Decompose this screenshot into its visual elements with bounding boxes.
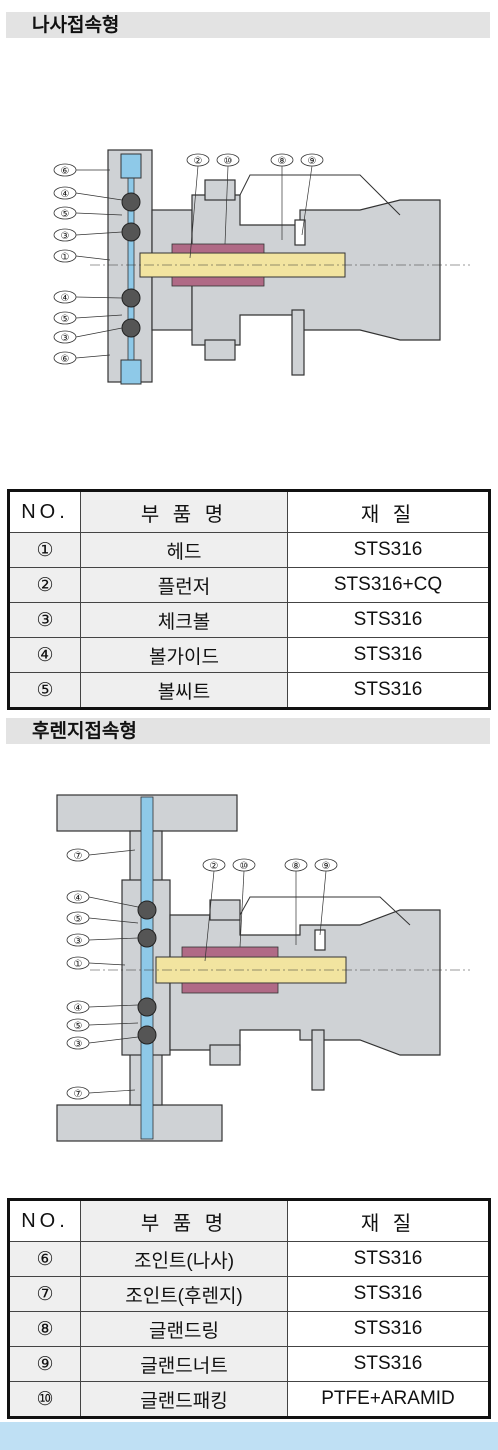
label-3: ③ bbox=[61, 231, 70, 242]
label-8: ⑧ bbox=[278, 156, 287, 167]
label-5d: ⑤ bbox=[74, 1021, 83, 1032]
gland-packing bbox=[171, 243, 265, 287]
col-part-name-2: 부 품 명 bbox=[80, 1199, 288, 1242]
col-material-2: 재 질 bbox=[287, 1199, 490, 1242]
table-row: ② 플런저 STS316+CQ bbox=[8, 567, 490, 603]
table-row: ③ 체크볼 STS316 bbox=[8, 602, 490, 638]
col-material: 재 질 bbox=[287, 490, 490, 533]
label-5: ⑤ bbox=[61, 209, 70, 220]
label-5c: ⑤ bbox=[74, 914, 83, 925]
label-10c: ⑩ bbox=[240, 861, 249, 872]
label-9: ⑨ bbox=[308, 156, 317, 167]
table-row: ⑦ 조인트(후렌지) STS316 bbox=[8, 1276, 490, 1312]
label-4c: ④ bbox=[74, 893, 83, 904]
table-row: ⑥ 조인트(나사) STS316 bbox=[8, 1241, 490, 1277]
footer-bar bbox=[0, 1422, 498, 1450]
col-part-name: 부 품 명 bbox=[80, 490, 288, 533]
table-row: ⑨ 글랜드너트 STS316 bbox=[8, 1346, 490, 1382]
label-9c: ⑨ bbox=[322, 861, 331, 872]
label-4: ④ bbox=[61, 189, 70, 200]
col-no: NO. bbox=[8, 490, 81, 533]
label-1: ① bbox=[61, 252, 70, 263]
section-title-flanged: 후렌지접속형 bbox=[6, 718, 490, 744]
label-7b: ⑦ bbox=[74, 1089, 83, 1100]
label-3c: ③ bbox=[74, 936, 83, 947]
label-2c: ② bbox=[210, 861, 219, 872]
label-5b: ⑤ bbox=[61, 314, 70, 325]
table-row: ① 헤드 STS316 bbox=[8, 532, 490, 568]
label-2: ② bbox=[194, 156, 203, 167]
bottom-flange bbox=[56, 1104, 223, 1142]
label-3d: ③ bbox=[74, 1039, 83, 1050]
label-1c: ① bbox=[74, 959, 83, 970]
table-row: ⑤ 볼씨트 STS316 bbox=[8, 672, 490, 709]
label-4b: ④ bbox=[61, 293, 70, 304]
col-no-2: NO. bbox=[8, 1199, 81, 1242]
parts-table-2: NO. 부 품 명 재 질 ⑥ 조인트(나사) STS316 ⑦ 조인트(후렌지… bbox=[7, 1198, 491, 1419]
section-title-threaded: 나사접속형 bbox=[6, 12, 490, 38]
label-6b: ⑥ bbox=[61, 354, 70, 365]
label-7: ⑦ bbox=[74, 851, 83, 862]
label-3b: ③ bbox=[61, 333, 70, 344]
flanged-pump-diagram: ⑦ ④ ⑤ ③ ① ④ ⑤ ③ ⑦ ② ⑩ ⑧ ⑨ bbox=[56, 794, 470, 1142]
table-row: ⑧ 글랜드링 STS316 bbox=[8, 1311, 490, 1347]
table-row: ④ 볼가이드 STS316 bbox=[8, 637, 490, 673]
label-4d: ④ bbox=[74, 1003, 83, 1014]
label-6: ⑥ bbox=[61, 166, 70, 177]
threaded-pump-diagram: ⑥ ④ ⑤ ③ ① ④ ⑤ ③ ⑥ ② ⑩ ⑧ ⑨ bbox=[53, 149, 470, 385]
parts-table-1: NO. 부 품 명 재 질 ① 헤드 STS316 ② 플런저 STS316+C… bbox=[7, 489, 491, 710]
table-row: ⑩ 글랜드패킹 PTFE+ARAMID bbox=[8, 1381, 490, 1418]
label-8c: ⑧ bbox=[292, 861, 301, 872]
gland-packing-flanged bbox=[181, 946, 279, 994]
label-10: ⑩ bbox=[224, 156, 233, 167]
